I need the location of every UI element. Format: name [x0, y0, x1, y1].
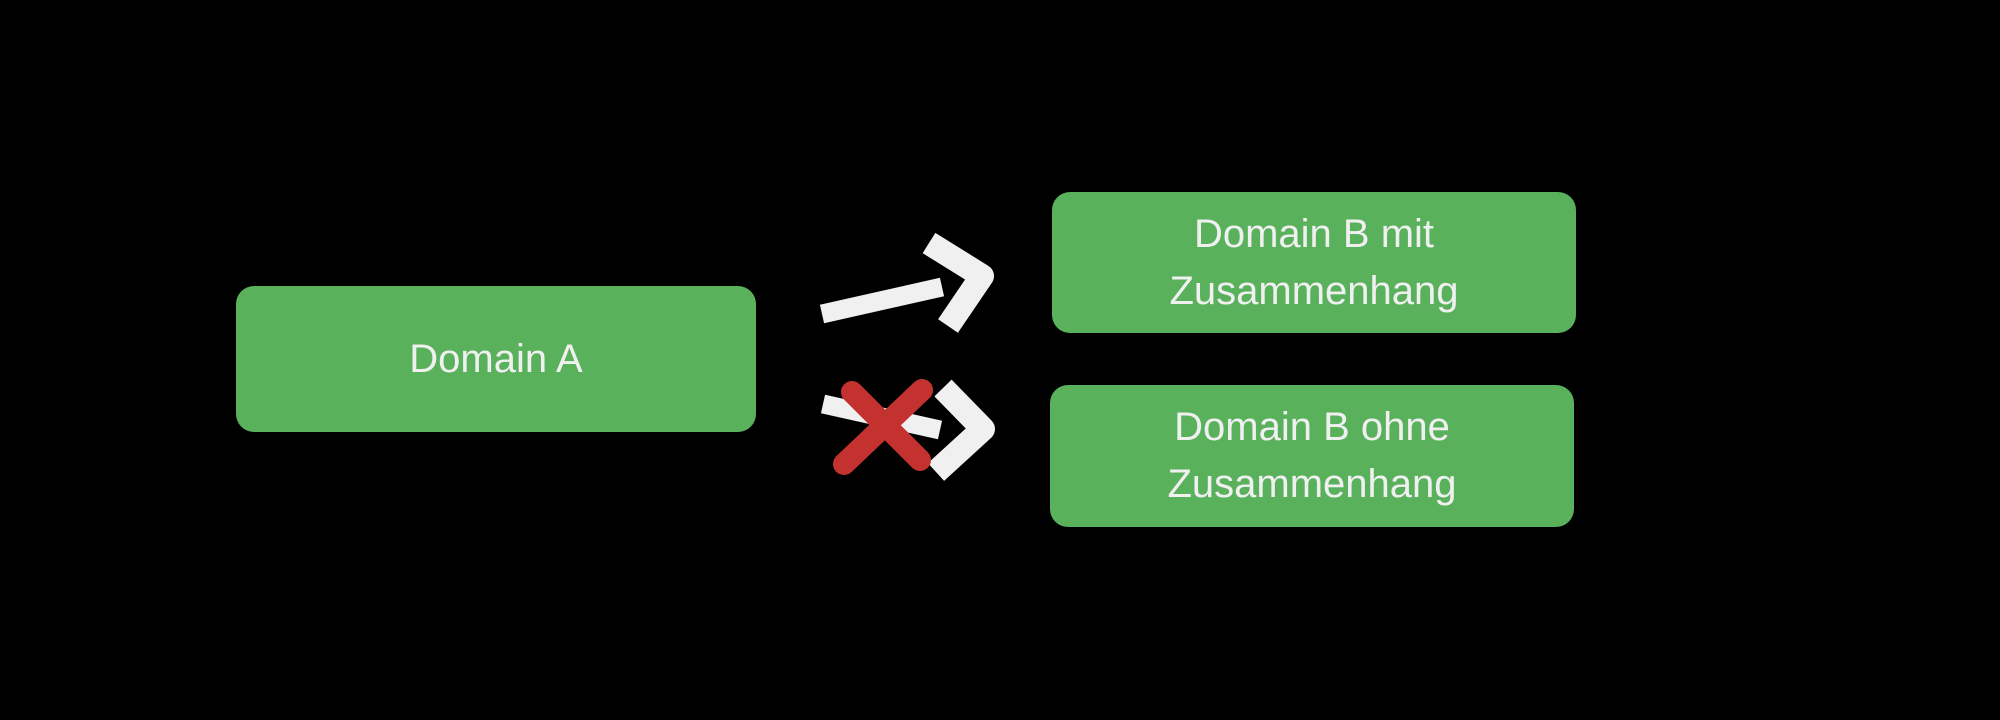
arrow-up-right-icon: [819, 232, 994, 333]
node-domain-b-mit: Domain B mit Zusammenhang: [1052, 192, 1576, 333]
arrow-down-right-head: [927, 379, 995, 481]
red-cross-icon: [833, 379, 933, 475]
arrow-up-right-shaft: [819, 277, 945, 324]
arrow-down-right-icon: [820, 379, 995, 481]
node-domain-b-mit-label: Domain B mit Zusammenhang: [1169, 211, 1459, 313]
node-domain-b-ohne: Domain B ohne Zusammenhang: [1050, 385, 1574, 527]
node-domain-a-label: Domain A: [409, 336, 583, 381]
arrow-up-right-head: [922, 232, 994, 333]
red-cross-stroke-1: [841, 381, 931, 471]
arrow-down-right-shaft: [820, 394, 943, 440]
red-cross-stroke-2: [833, 379, 933, 475]
node-domain-a: Domain A: [236, 286, 756, 432]
node-domain-b-ohne-label: Domain B ohne Zusammenhang: [1167, 405, 1457, 506]
